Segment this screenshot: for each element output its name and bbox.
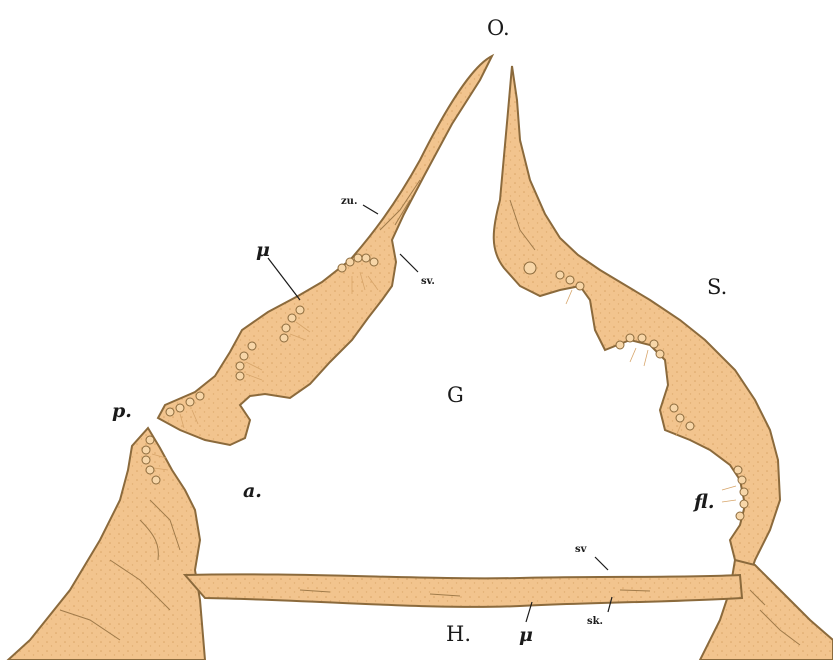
right-wall bbox=[494, 66, 780, 575]
label-G: G bbox=[447, 385, 464, 406]
label-zu: zu. bbox=[341, 197, 357, 207]
label-mu-lower: μ bbox=[519, 626, 533, 645]
label-sv-upper: sv. bbox=[421, 277, 435, 287]
label-O: O. bbox=[487, 18, 510, 39]
label-a: a. bbox=[243, 482, 262, 501]
label-sk: sk. bbox=[587, 617, 603, 627]
label-mu-upper: μ bbox=[256, 241, 270, 260]
label-S: S. bbox=[707, 277, 727, 298]
basal-membrane bbox=[185, 574, 742, 607]
label-sv-lower: sv bbox=[575, 545, 586, 555]
label-fl: fl. bbox=[694, 493, 714, 512]
left-wall bbox=[158, 56, 492, 445]
label-H: H. bbox=[446, 624, 471, 645]
left-lower-block bbox=[8, 428, 205, 660]
label-p: p. bbox=[112, 402, 132, 421]
